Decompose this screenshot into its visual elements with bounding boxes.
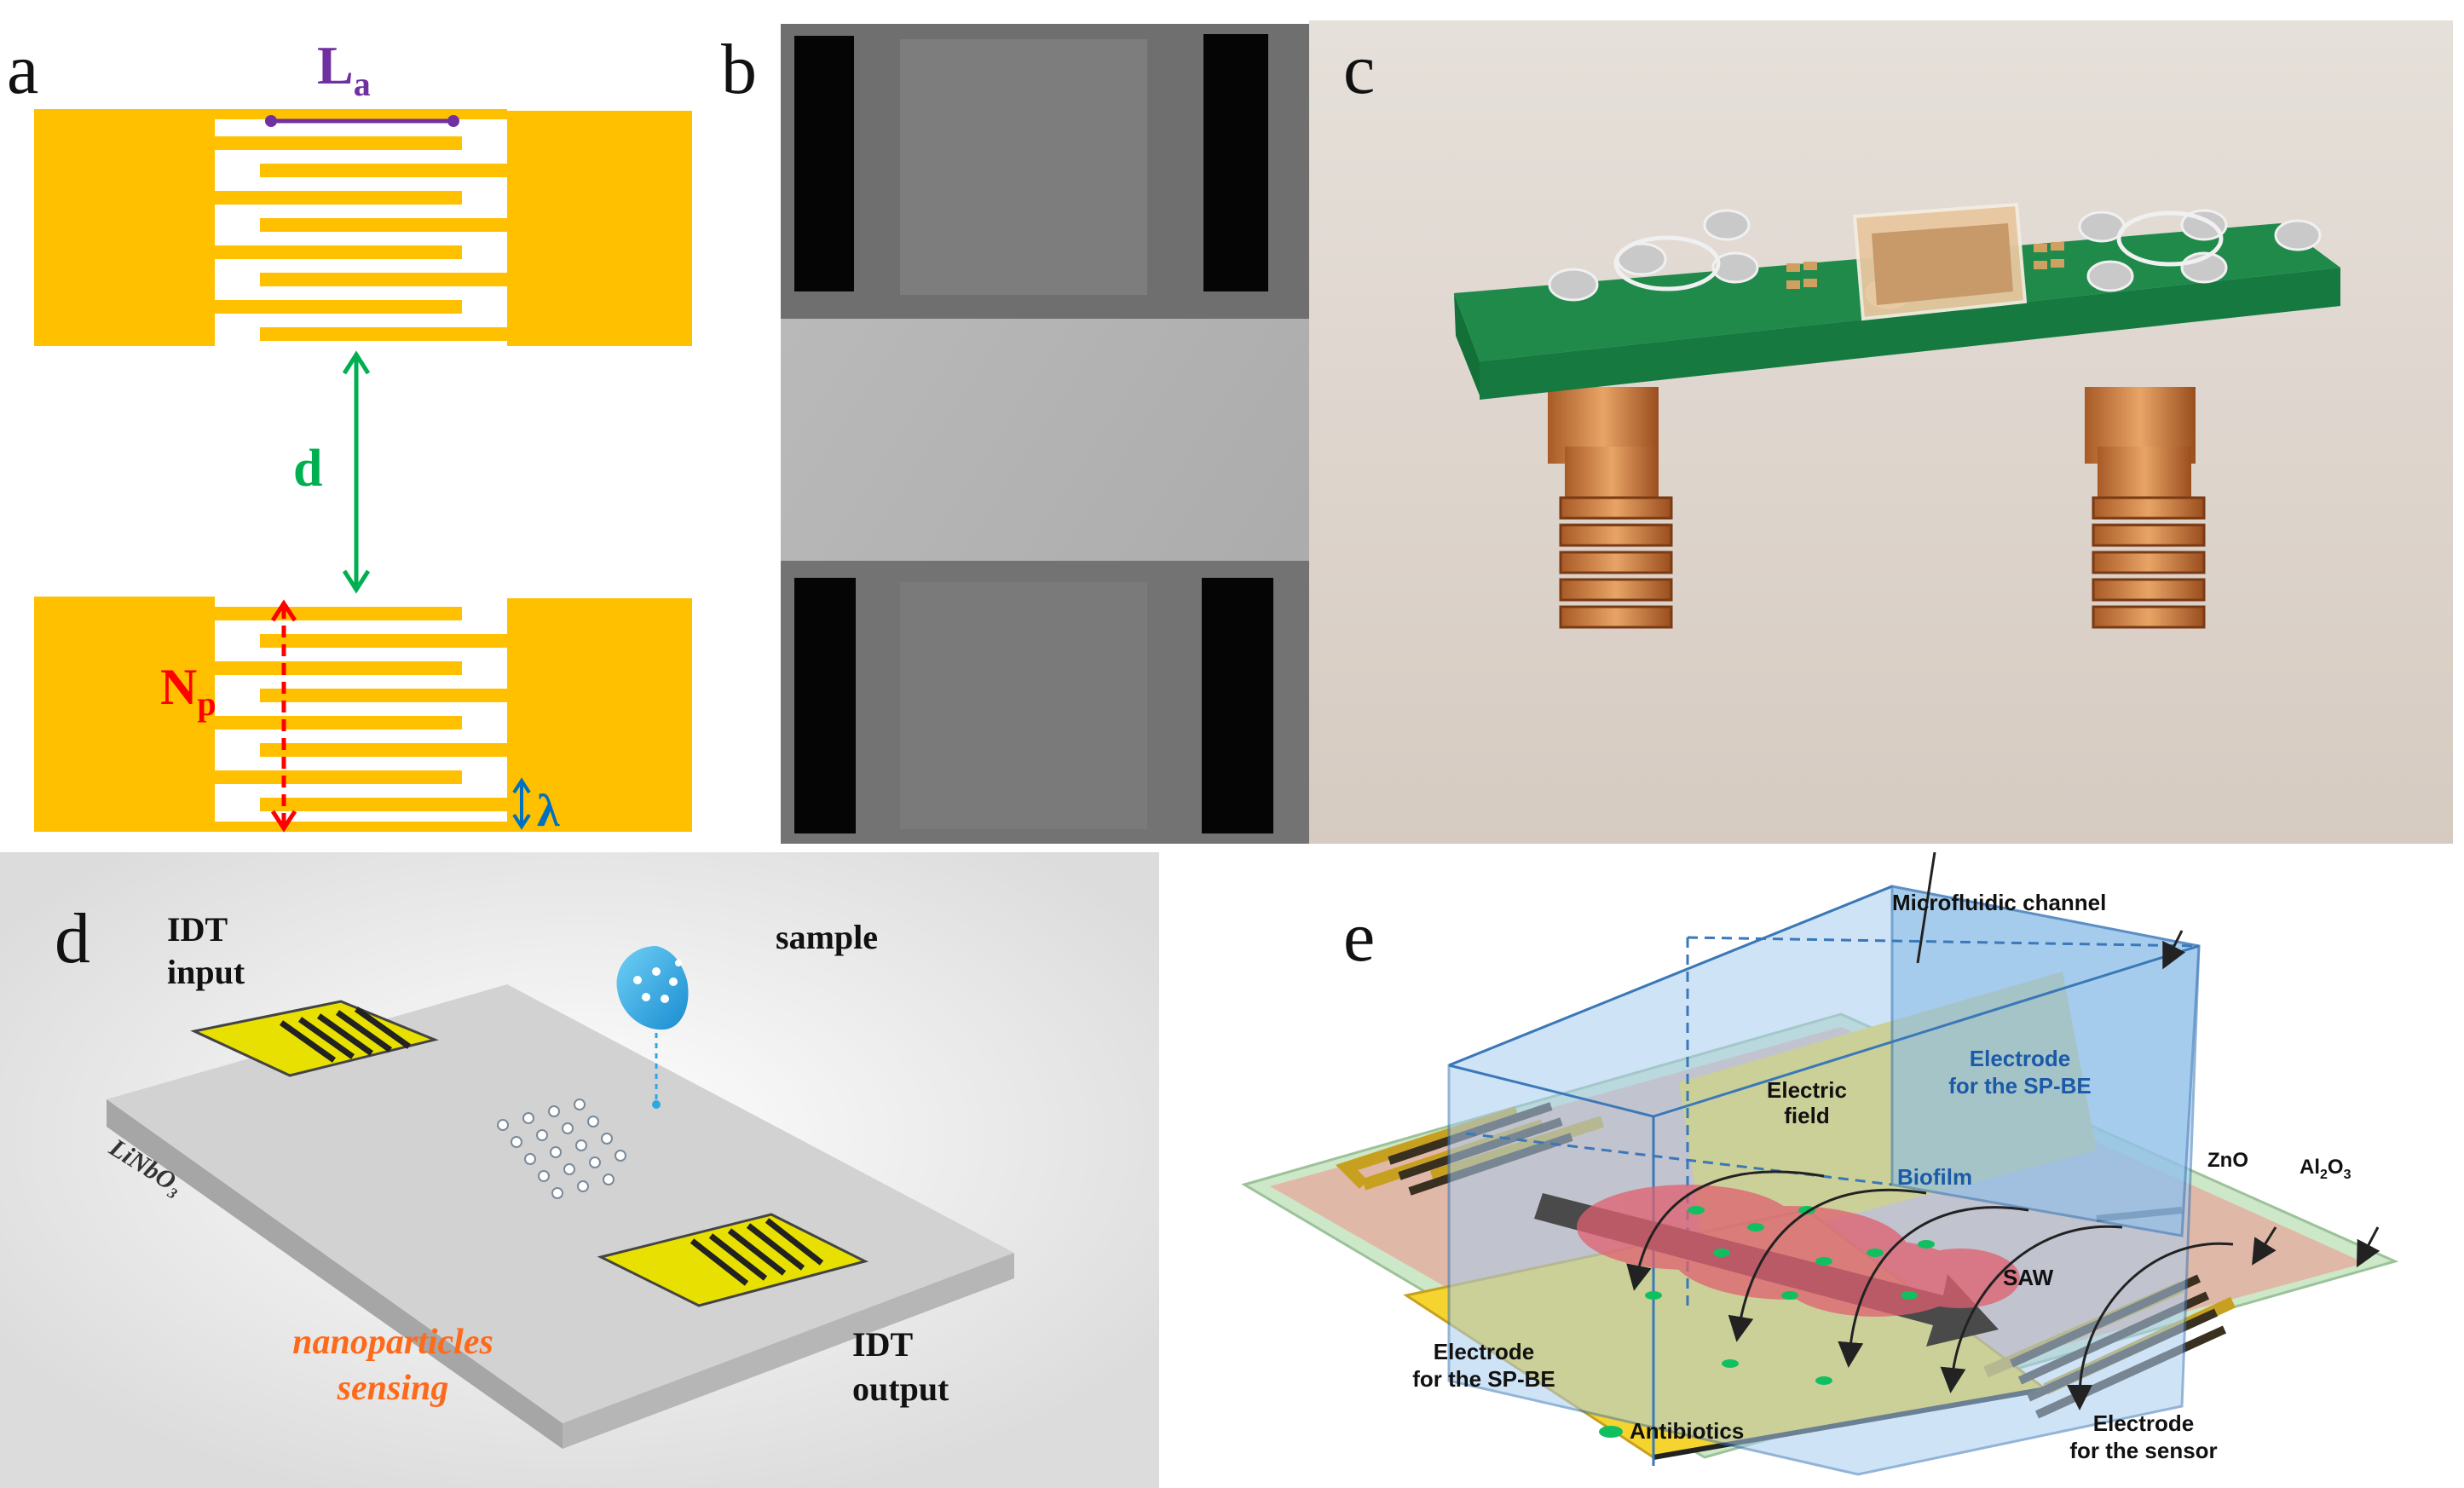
- sensing-line2: sensing: [337, 1369, 449, 1408]
- saw-label: SAW: [2003, 1265, 2054, 1290]
- al2o3-sub2: 3: [2343, 1167, 2351, 1182]
- microfluidic-channel: [1447, 885, 2201, 1476]
- idt-input-line2: input: [167, 953, 245, 991]
- la-label: La: [317, 34, 371, 104]
- idt-output-line1: IDT: [852, 1325, 914, 1364]
- panel-b: [781, 24, 1309, 844]
- sample-label: sample: [776, 918, 878, 956]
- sma-connector-left: [1548, 387, 1673, 629]
- idt-top: [34, 109, 692, 346]
- panel-a: a La d Np λ: [0, 0, 716, 852]
- sensor-line2: for the sensor: [2069, 1438, 2218, 1463]
- panel-label-d: d: [55, 899, 90, 978]
- electric-field-line2: field: [1784, 1103, 1830, 1128]
- la-symbol: L: [317, 35, 354, 95]
- idt-output-line2: output: [852, 1370, 949, 1408]
- pcb-board: [1454, 202, 2340, 400]
- panel-d: d IDT input sample LiNbO₃ nanoparticles …: [0, 852, 1159, 1488]
- idt-input-line1: IDT: [167, 910, 228, 949]
- idt-micrograph: [781, 24, 1309, 844]
- nanoparticle-array: [497, 1099, 626, 1199]
- d-arrow: [342, 350, 371, 594]
- np-subscript: p: [197, 684, 216, 723]
- panel-c: [1309, 20, 2453, 844]
- panel-e: e Microfluidic channel Electrode for the…: [1176, 852, 2464, 1488]
- idt-input-electrode: [190, 1000, 439, 1077]
- sample-droplet: [616, 946, 689, 1109]
- idt-input-label: IDT input: [167, 908, 245, 994]
- lambda-arrow: [512, 777, 531, 830]
- al2o3-label: Al2O3: [2300, 1156, 2351, 1183]
- device-photo: [1309, 20, 2453, 844]
- sma-connector-right: [2085, 387, 2206, 629]
- electric-field-lines: [1626, 1170, 2234, 1410]
- panel-label-e: e: [1343, 897, 1376, 977]
- d-label: d: [293, 440, 323, 498]
- al2o3-o: O: [2327, 1156, 2344, 1179]
- biofilm-label: Biofilm: [1897, 1164, 1973, 1190]
- sensing-line1: nanoparticles: [292, 1323, 493, 1362]
- np-arrow: [270, 599, 297, 833]
- spbe-bottom-line2: for the SP-BE: [1412, 1366, 1555, 1392]
- al2o3-al: Al: [2300, 1156, 2320, 1179]
- idt-bottom: [34, 597, 692, 832]
- spbe-top-line2: for the SP-BE: [1948, 1073, 2092, 1099]
- la-dimension: [265, 115, 459, 127]
- biofilm-sensor-schematic: [1241, 852, 2399, 1476]
- antibiotics: [1645, 1206, 1935, 1385]
- lambda-label: λ: [537, 785, 560, 836]
- saw-sensor-illustration: [0, 852, 1159, 1488]
- spbe-top-line1: Electrode: [1969, 1046, 2071, 1071]
- spbe-bottom-line1: Electrode: [1433, 1339, 1535, 1364]
- np-label: Np: [160, 658, 216, 724]
- label-leader-lines: [1916, 852, 2380, 1268]
- zno-label: ZnO: [2207, 1149, 2248, 1172]
- panel-label-a: a: [7, 30, 39, 109]
- electric-field-line1: Electric: [1767, 1077, 1847, 1103]
- electrode-spbe-top-label: Electrode for the SP-BE: [1926, 1045, 2114, 1099]
- antibiotic-legend-icon: [1599, 1426, 1623, 1438]
- la-subscript: a: [353, 64, 371, 103]
- idt-output-electrode: [597, 1213, 869, 1307]
- electrode-spbe-bottom-label: Electrode for the SP-BE: [1394, 1338, 1573, 1393]
- nanoparticles-sensing-label: nanoparticles sensing: [278, 1319, 508, 1411]
- electrode-sensor-label: Electrode for the sensor: [2054, 1410, 2233, 1464]
- electric-field-label: Electric field: [1756, 1077, 1858, 1128]
- antibiotics-legend-label: Antibiotics: [1630, 1418, 1745, 1444]
- linbo3-substrate: [107, 984, 1014, 1449]
- panel-label-c: c: [1343, 30, 1376, 109]
- panel-label-b: b: [721, 30, 757, 109]
- idt-schematic: [34, 109, 692, 833]
- microfluidic-channel-label: Microfluidic channel: [1892, 890, 2107, 915]
- np-symbol: N: [160, 659, 198, 715]
- sensor-line1: Electrode: [2092, 1410, 2195, 1436]
- idt-output-label: IDT output: [852, 1323, 949, 1411]
- al2o3-sub1: 2: [2320, 1167, 2328, 1182]
